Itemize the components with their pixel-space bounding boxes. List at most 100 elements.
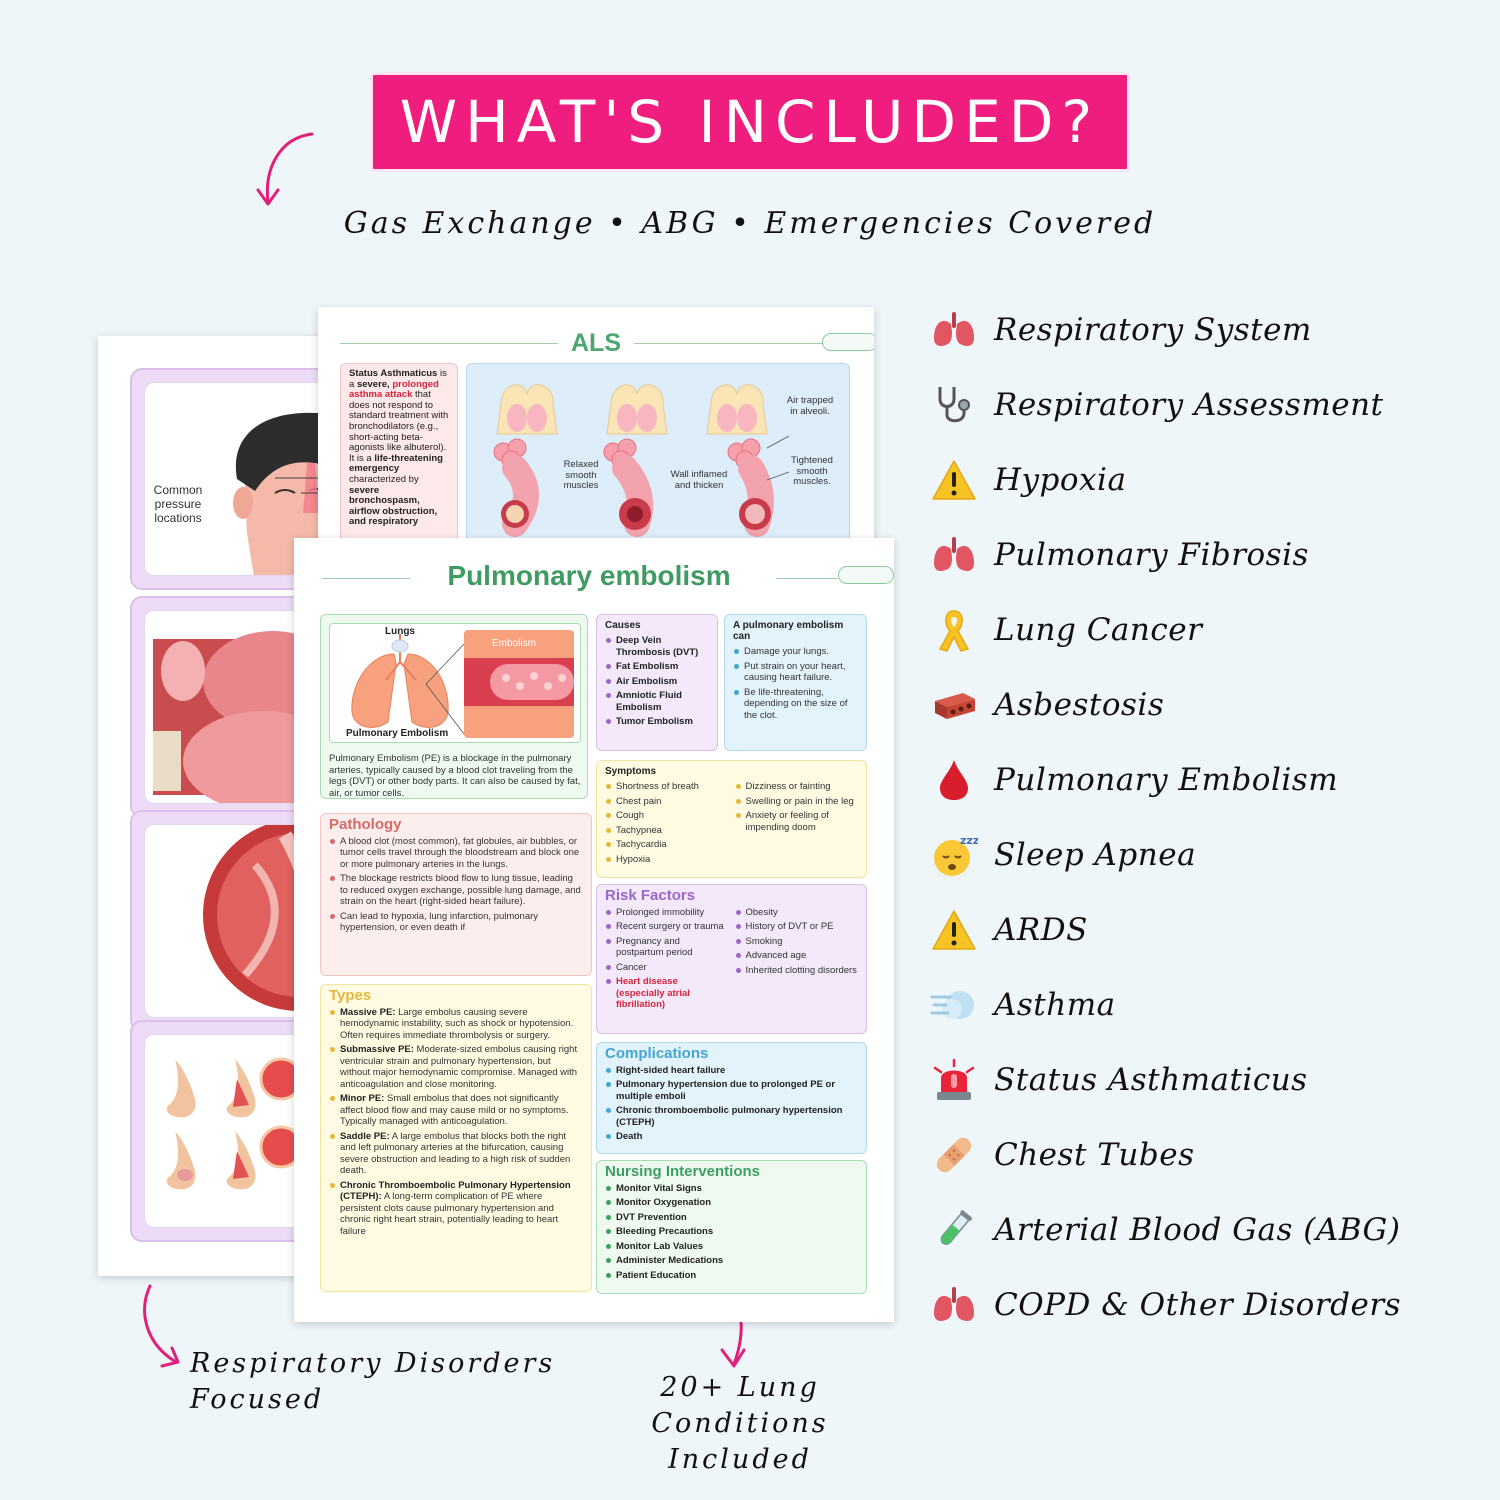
topic-label: Arterial Blood Gas (ABG) — [994, 1212, 1401, 1248]
list-item: DVT Prevention — [605, 1212, 858, 1224]
list-item: Fat Embolism — [605, 661, 709, 673]
topic-item: Pulmonary Fibrosis — [930, 525, 1490, 585]
topic-item: ARDS — [930, 900, 1490, 960]
pathology-box: Pathology A blood clot (most common), fa… — [320, 813, 592, 976]
list-item: Deep Vein Thrombosis (DVT) — [605, 635, 709, 658]
list-item: Shortness of breath — [605, 781, 729, 793]
topic-label: Sleep Apnea — [994, 837, 1197, 873]
bandage-icon — [930, 1131, 978, 1179]
arrow-left-icon — [143, 1284, 180, 1368]
topic-item: Chest Tubes — [930, 1125, 1490, 1185]
warning-icon — [930, 456, 978, 504]
list-item: Smoking — [735, 936, 859, 948]
list-item: Hypoxia — [605, 854, 729, 866]
list-item: Massive PE: Large embolus causing severe… — [329, 1007, 583, 1042]
topic-label: Asbestosis — [994, 687, 1165, 723]
label-wall: Wall inflamed and thicken — [670, 469, 728, 491]
svg-text:zzz: zzz — [960, 834, 978, 847]
label-relaxed: Relaxed smooth muscles — [563, 459, 599, 491]
topic-label: Respiratory Assessment — [994, 387, 1384, 423]
list-item: Minor PE: Small embolus that does not si… — [329, 1093, 583, 1128]
list-item: Monitor Oxygenation — [605, 1197, 858, 1209]
topic-label: Chest Tubes — [994, 1137, 1195, 1173]
list-item: Right-sided heart failure — [605, 1065, 858, 1077]
list-item: Damage your lungs. — [733, 646, 858, 658]
pe-effects-box: A pulmonary embolism can Damage your lun… — [724, 614, 867, 751]
list-item: Chronic thromboembolic pulmonary hyperte… — [605, 1105, 858, 1128]
pe-effects-list: Damage your lungs. Put strain on your hea… — [733, 646, 858, 721]
topic-label: ARDS — [994, 912, 1088, 948]
list-item: Tachycardia — [605, 839, 729, 851]
list-item: Recent surgery or trauma — [605, 921, 729, 933]
list-item: Pregnancy and postpartum period — [605, 936, 729, 959]
list-item: Anxiety or feeling of impending doom — [735, 810, 859, 833]
topic-label: Lung Cancer — [994, 612, 1203, 648]
list-item: Advanced age — [735, 950, 859, 962]
list-item: Heart disease (especially atrial fibrill… — [605, 976, 729, 1011]
topic-label: Hypoxia — [994, 462, 1127, 498]
topic-label: Status Asthmaticus — [994, 1062, 1308, 1098]
als-sheet: ALS Status Asthmaticus is a severe, prol… — [318, 307, 874, 557]
figure-caption: Pulmonary Embolism — [346, 728, 449, 739]
header-banner: WHAT'S INCLUDED? — [370, 72, 1130, 172]
decorative-pill — [838, 566, 894, 584]
flashcard: Common pressure locations — [130, 368, 398, 590]
list-item: Dizziness or fainting — [735, 781, 859, 793]
note-left-line2: Focused — [190, 1384, 325, 1415]
lungs-icon — [930, 1281, 978, 1329]
list-item: Put strain on your heart, causing heart … — [733, 661, 858, 684]
list-item: Death — [605, 1131, 858, 1143]
nursing-interventions-box: Nursing Interventions Monitor Vital Sign… — [596, 1160, 867, 1294]
lungs-embolism-illustration-icon — [351, 630, 574, 738]
pathology-list: A blood clot (most common), fat globules… — [329, 836, 583, 934]
brick-icon — [930, 681, 978, 729]
topic-item: Respiratory Assessment — [930, 375, 1490, 435]
list-item: Submassive PE: Moderate-sized embolus ca… — [329, 1044, 583, 1090]
topic-item: Lung Cancer — [930, 600, 1490, 660]
note-center-line2: Included — [668, 1444, 812, 1475]
topic-item: zzz Sleep Apnea — [930, 825, 1490, 885]
label-air: Air trapped in alveoli. — [786, 395, 834, 417]
list-item: Saddle PE: A large embolus that blocks b… — [329, 1131, 583, 1177]
pe-figure: Lungs Embolism Pulmonary Embolism — [329, 623, 581, 743]
topic-label: Asthma — [994, 987, 1116, 1023]
wind-icon — [930, 981, 978, 1029]
siren-icon — [930, 1056, 978, 1104]
list-item: Tachypnea — [605, 825, 729, 837]
figure-label-lungs: Lungs — [385, 626, 415, 637]
stethoscope-icon — [930, 381, 978, 429]
topic-label: Respiratory System — [994, 312, 1312, 348]
topic-item: Status Asthmaticus — [930, 1050, 1490, 1110]
list-item: Monitor Vital Signs — [605, 1183, 858, 1195]
note-center: 20+ Lung Conditions Included — [600, 1370, 880, 1478]
causes-box: Causes Deep Vein Thrombosis (DVT)Fat Emb… — [596, 614, 718, 751]
test-tube-icon — [930, 1206, 978, 1254]
list-item: Inherited clotting disorders — [735, 965, 859, 977]
als-title: ALS — [571, 329, 621, 357]
lungs-icon — [930, 306, 978, 354]
list-item: Pulmonary hypertension due to prolonged … — [605, 1079, 858, 1102]
pe-intro: Pulmonary Embolism (PE) is a blockage in… — [329, 753, 581, 799]
list-item: Monitor Lab Values — [605, 1241, 858, 1253]
topic-label: COPD & Other Disorders — [994, 1287, 1402, 1323]
list-item: Obesity — [735, 907, 859, 919]
topic-item: Asthma — [930, 975, 1490, 1035]
list-item: Swelling or pain in the leg — [735, 796, 859, 808]
topic-item: Arterial Blood Gas (ABG) — [930, 1200, 1490, 1260]
list-item: The blockage restricts blood flow to lun… — [329, 873, 583, 908]
list-item: Amniotic Fluid Embolism — [605, 690, 709, 713]
pulmonary-embolism-sheet: Pulmonary embolism Lungs Embolism Pulmon… — [294, 538, 894, 1322]
asthma-airway-illustration-icon — [493, 384, 790, 537]
page-subtitle: Gas Exchange • ABG • Emergencies Covered — [343, 206, 1157, 241]
list-item: Chronic Thromboembolic Pulmonary Hyperte… — [329, 1180, 583, 1238]
list-item: History of DVT or PE — [735, 921, 859, 933]
types-box: Types Massive PE: Large embolus causing … — [320, 984, 592, 1292]
topic-item: COPD & Other Disorders — [930, 1275, 1490, 1335]
list-item: Chest pain — [605, 796, 729, 808]
note-center-line1: 20+ Lung Conditions — [651, 1372, 829, 1439]
